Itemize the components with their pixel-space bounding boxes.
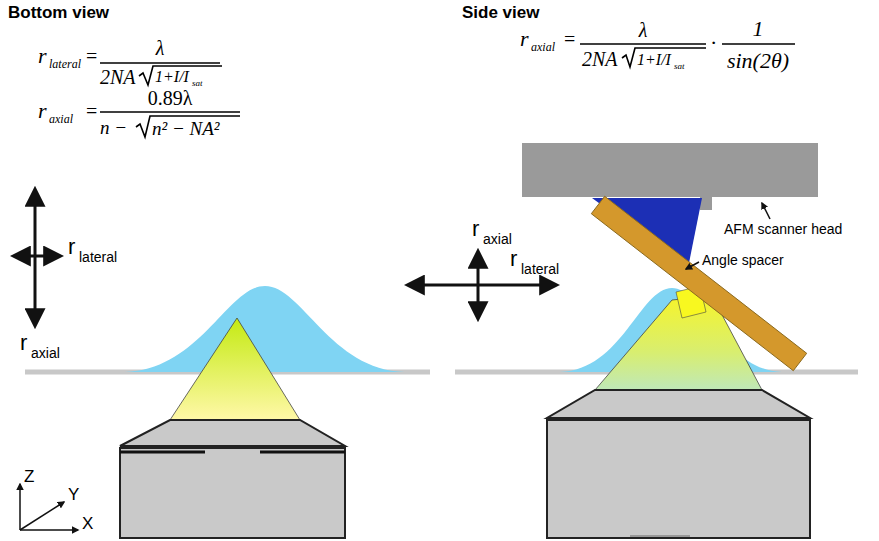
formula-term: λ xyxy=(156,38,165,58)
formula-term: axial xyxy=(531,41,555,53)
drawing-line xyxy=(630,535,690,537)
formula-term: λ xyxy=(639,20,648,40)
formula-term: 2NA xyxy=(582,49,618,69)
formula-term: r xyxy=(520,28,529,50)
drawing-path xyxy=(170,318,300,420)
formula-term: 1+I/I xyxy=(155,69,189,85)
drawing-path xyxy=(547,390,810,418)
diagram-label: r xyxy=(20,332,27,354)
drawing-line xyxy=(260,451,345,454)
formula-term: sat xyxy=(192,79,203,88)
formula-term: sin(2θ) xyxy=(727,50,789,72)
formula-term: sat xyxy=(674,62,685,71)
diagram-label: lateral xyxy=(79,250,117,264)
formula-term: 0.89λ xyxy=(148,88,193,108)
drawing-line xyxy=(20,502,64,530)
formula-term: 2NA xyxy=(100,67,136,87)
formula-term: = xyxy=(86,101,97,121)
drawing-path xyxy=(136,116,240,137)
drawing-line xyxy=(580,43,706,45)
diagram-label: AFM scanner head xyxy=(724,222,842,236)
drawing-line xyxy=(19,484,21,530)
panel-heading: Bottom view xyxy=(8,4,109,21)
drawing-g xyxy=(100,44,795,137)
drawing-path xyxy=(120,420,345,446)
drawing-line xyxy=(14,255,60,258)
diagram-label: r xyxy=(472,218,479,240)
diagram-label: lateral xyxy=(521,262,559,276)
formula-term: = xyxy=(564,29,575,49)
drawing-line xyxy=(120,451,205,454)
drawing-line xyxy=(722,43,795,45)
formula-term: r xyxy=(38,100,47,122)
drawing-rect xyxy=(547,420,810,538)
formula-term: axial xyxy=(49,113,73,125)
formula-term: 1+I/I xyxy=(637,52,671,68)
drawing-line xyxy=(408,284,556,287)
drawing-line xyxy=(100,62,220,64)
drawing-rect xyxy=(120,448,345,538)
diagram-label: Z xyxy=(24,468,34,485)
formula-term: n − xyxy=(100,118,127,137)
panel-heading: Side view xyxy=(462,4,539,21)
drawing-rect xyxy=(522,143,818,197)
drawing-path xyxy=(622,48,706,67)
diagram-label: Angle spacer xyxy=(702,253,784,267)
diagram-label: X xyxy=(82,515,93,532)
drawing-line xyxy=(100,111,240,113)
formula-term: lateral xyxy=(49,58,81,70)
diagram-label: axial xyxy=(31,346,60,360)
drawing-path xyxy=(125,286,405,372)
diagram-label: r xyxy=(68,236,75,258)
formula-term: r xyxy=(38,45,47,67)
diagram-label: r xyxy=(510,248,517,270)
diagram-label: axial xyxy=(483,232,512,246)
formula-term: n² − NA² xyxy=(152,119,220,138)
drawing-line xyxy=(20,529,78,531)
drawing-path xyxy=(139,66,222,85)
formula-term: · xyxy=(710,32,717,54)
diagram-label: Y xyxy=(68,486,79,503)
formula-term: = xyxy=(86,46,97,66)
drawing-line xyxy=(762,203,770,219)
formula-term: 1 xyxy=(753,18,764,40)
drawing-line xyxy=(686,262,699,269)
